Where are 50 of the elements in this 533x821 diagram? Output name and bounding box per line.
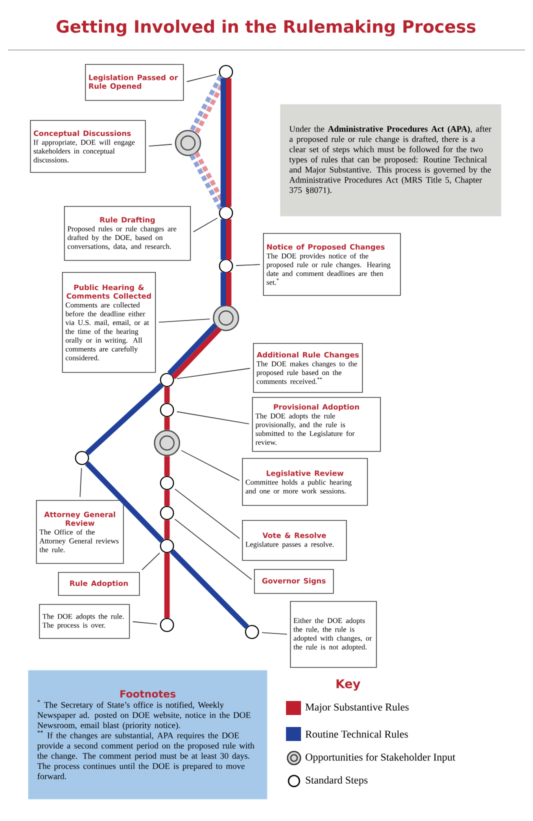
step-stop (244, 624, 260, 640)
leader-line (142, 552, 160, 570)
step-stop (160, 372, 174, 388)
leader-line (176, 368, 250, 379)
leader-line (176, 411, 250, 424)
track-line (84, 461, 164, 543)
track-line (164, 456, 170, 476)
leader-line (180, 450, 240, 481)
title: Getting Involved in the Rulemaking Process (56, 20, 476, 36)
track-line (164, 553, 170, 618)
track-line (85, 382, 164, 456)
leader-line (193, 218, 218, 232)
track-line (164, 387, 170, 403)
track-line (164, 490, 170, 506)
track-line (220, 78, 226, 207)
track-line (164, 520, 170, 539)
leader-line (174, 488, 240, 539)
leader-line (186, 74, 217, 82)
track-line (189, 75, 223, 132)
track-line (189, 154, 223, 210)
leader-line (158, 318, 210, 323)
step-stop (160, 538, 174, 554)
track-line (164, 417, 170, 430)
track-line (170, 549, 249, 629)
legend-label: Standard Steps (306, 776, 368, 786)
track-line (220, 219, 226, 260)
leader-line (148, 144, 172, 147)
leader-line (80, 468, 82, 498)
leader-line (132, 621, 158, 624)
footnotes-panel: Footnotes $^{*}$ The Secretary of State’s office is notified, Weekly Newspaper ad. posted on DOE website, notice in the DOE Newsroom, email blast (priority notice). $^{**}$ If the changes are substantial, APA requires the DOE provide a second comment period on the proposed rule with the change. The comment period must be at least 30 days. The process continues until the DOE is prepared to move forward. (28, 670, 268, 800)
track-line (226, 78, 232, 207)
track-line (220, 272, 226, 306)
step-stop (74, 450, 90, 466)
track-line (226, 272, 232, 306)
stakeholder-stop (174, 130, 202, 156)
legend-label: Major Substantive Rules (306, 703, 409, 713)
legend-label: Opportunities for Stakeholder Input (306, 753, 456, 763)
track-line (226, 219, 232, 260)
stakeholder-stop (212, 304, 240, 332)
leader-line (174, 518, 252, 580)
legend-heading: Key (336, 679, 360, 691)
stakeholder-stop (154, 430, 180, 456)
step-stop (160, 618, 174, 632)
step-stop (160, 476, 174, 490)
leader-line (262, 632, 288, 635)
info-panel: Under the Administrative Procedures Act (APA), after a proposed rule or rule change is drafted, there is a clear set of steps which must be followed for the two types of rules that can be proposed: Routine Technical and Major Substantive. This process is governed by the Administrative Procedures Act (MRS Title 5, Chapter 375 §8071). (280, 104, 502, 216)
step-stop (160, 506, 174, 520)
step-stop (160, 402, 174, 418)
legend-label: Routine Technical Rules (306, 730, 408, 738)
leader-line (236, 264, 260, 266)
